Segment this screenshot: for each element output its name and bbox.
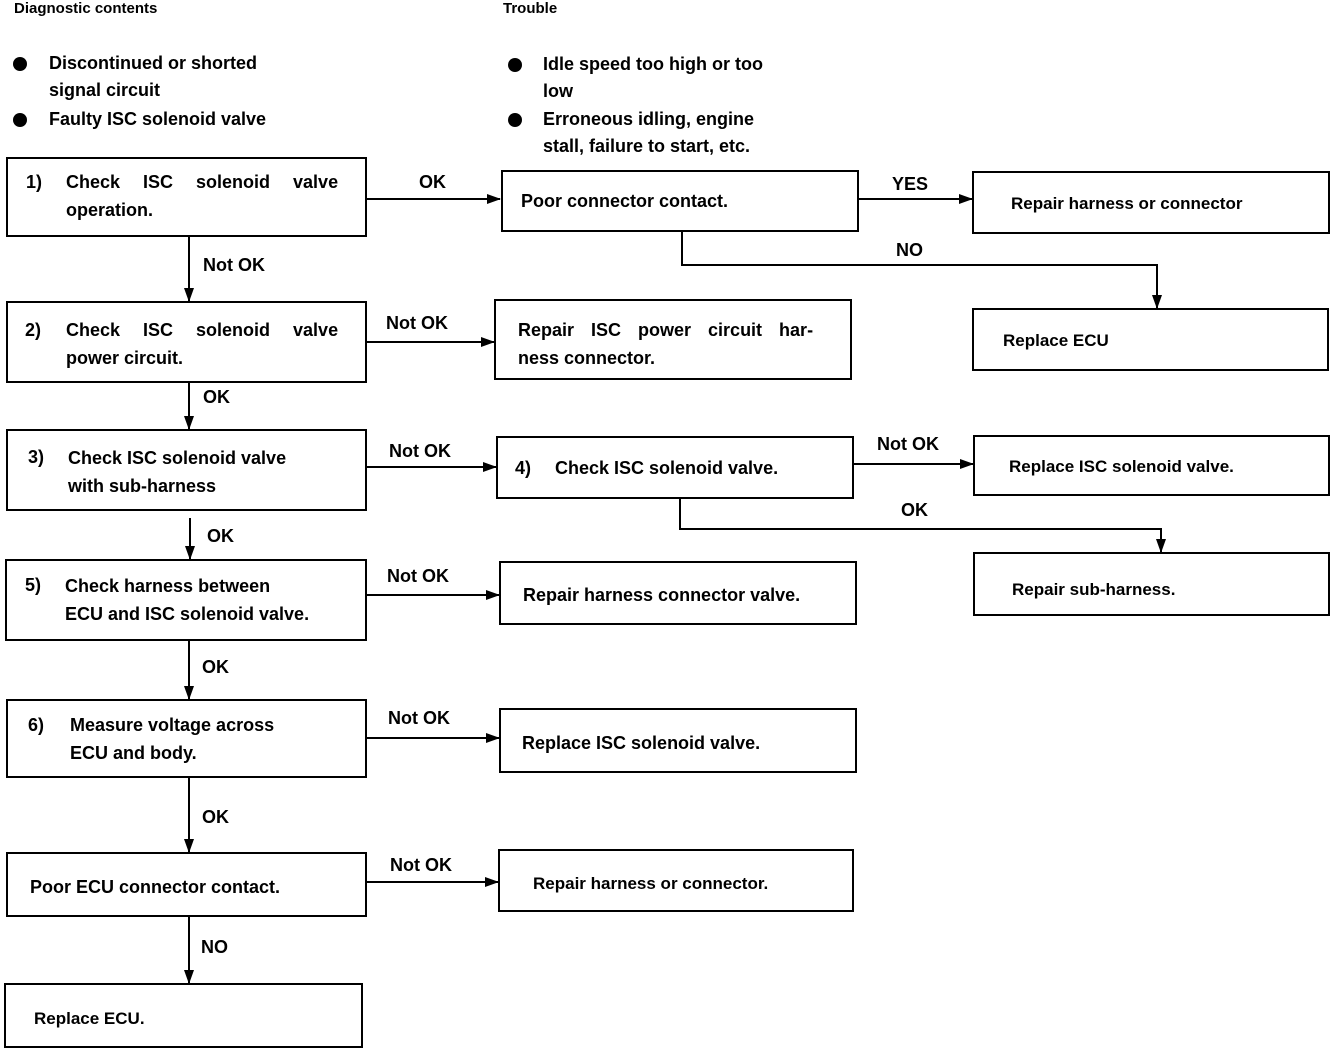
label-notok-s2: Not OK (386, 313, 448, 333)
diagnostic-header: Diagnostic contents (14, 0, 158, 17)
replace-ecu-top-box: Replace ECU (972, 308, 1329, 371)
repair-sub-harness-text: Repair sub-harness. (1012, 580, 1176, 599)
replace-ecu-top-text: Replace ECU (1003, 331, 1109, 350)
replace-ecu-bottom-box: Replace ECU. (4, 983, 363, 1048)
step-2-text: Check ISC solenoid valve power circuit. (66, 316, 356, 372)
diagnostic-item-1-line1: Discontinued or shorted (49, 53, 258, 73)
diagnostic-item-2: Faulty ISC solenoid valve (49, 109, 267, 129)
trouble-item-2: Erroneous idling, engine stall, failure … (543, 106, 754, 160)
replace-ecu-bottom-text: Replace ECU. (34, 1009, 145, 1028)
poor-connector-text: Poor connector contact. (521, 191, 729, 211)
repair-harness-top-box: Repair harness or connector (972, 171, 1330, 234)
label-no-top: NO (896, 240, 923, 260)
bullet-dot (508, 58, 522, 72)
step-4-number: 4) (515, 458, 532, 478)
step-1-box: 1) Check ISC solenoid valve operation. (6, 157, 367, 237)
step-5-box: 5) Check harness between ECU and ISC sol… (5, 559, 367, 641)
label-notok-poor-ecu: Not OK (390, 855, 452, 875)
step-2-line1: Check ISC solenoid valve (66, 320, 339, 340)
step-2-number: 2) (25, 320, 42, 340)
label-notok-s6: Not OK (388, 708, 450, 728)
repair-harness-valve-box: Repair harness connector valve. (499, 561, 857, 625)
label-notok-s3: Not OK (389, 441, 451, 461)
step-6-line2: ECU and body. (70, 743, 197, 763)
repair-harness-bottom-box: Repair harness or connector. (498, 849, 854, 912)
arrow-s4-to-repair-sub (679, 498, 1166, 553)
step-2-box: 2) Check ISC solenoid valve power circui… (6, 301, 367, 383)
step-5-line1: Check harness between (65, 576, 271, 596)
trouble-item-2-line1: Erroneous idling, engine (543, 109, 755, 129)
label-ok-s1: OK (419, 172, 446, 192)
step-1-line1: Check ISC solenoid valve (66, 172, 339, 192)
repair-sub-harness-box: Repair sub-harness. (973, 552, 1330, 616)
step-2-line2: power circuit. (66, 348, 184, 368)
bullet-dot (13, 57, 27, 71)
label-no-bottom: NO (201, 937, 228, 957)
step-3-box: 3) Check ISC solenoid valve with sub-har… (6, 429, 367, 511)
replace-isc-mid-box: Replace ISC solenoid valve. (499, 708, 857, 773)
step-3-text: Check ISC solenoid valve with sub-harnes… (68, 444, 358, 500)
trouble-item-1: Idle speed too high or too low (543, 51, 763, 105)
replace-isc-mid-text: Replace ISC solenoid valve. (522, 733, 761, 753)
repair-isc-power-text: Repair ISC power circuit har- ness conne… (518, 316, 838, 372)
repair-isc-power-line2: ness connector. (518, 348, 656, 368)
diagnostic-item-1: Discontinued or shorted signal circuit (49, 50, 257, 104)
bullet-dot (13, 113, 27, 127)
step-3-number: 3) (28, 447, 45, 467)
label-ok-s5: OK (202, 657, 229, 677)
diagnostic-item-1-line2: signal circuit (49, 80, 161, 100)
label-notok-s1: Not OK (203, 255, 265, 275)
trouble-header: Trouble (503, 0, 558, 17)
step-5-line2: ECU and ISC solenoid valve. (65, 604, 310, 624)
label-notok-s4: Not OK (877, 434, 939, 454)
step-1-number: 1) (26, 172, 43, 192)
poor-ecu-connector-text: Poor ECU connector contact. (30, 877, 281, 897)
step-3-line2: with sub-harness (68, 476, 217, 496)
trouble-item-2-line2: stall, failure to start, etc. (543, 136, 751, 156)
trouble-item-1-line2: low (543, 81, 573, 101)
arrow-poor-conn-to-replace-ecu (681, 231, 1162, 309)
step-6-box: 6) Measure voltage across ECU and body. (6, 699, 367, 778)
step-3-line1: Check ISC solenoid valve (68, 448, 287, 468)
trouble-item-1-line1: Idle speed too high or too (543, 54, 763, 74)
step-4-box: 4) Check ISC solenoid valve. (496, 436, 854, 499)
repair-harness-top-text: Repair harness or connector (1011, 194, 1243, 213)
step-4-text: Check ISC solenoid valve. (555, 458, 779, 478)
poor-connector-box: Poor connector contact. (501, 170, 859, 232)
step-1-line2: operation. (66, 200, 154, 220)
label-ok-s6: OK (202, 807, 229, 827)
step-6-line1: Measure voltage across (70, 715, 275, 735)
poor-ecu-connector-box: Poor ECU connector contact. (6, 852, 367, 917)
repair-harness-bottom-text: Repair harness or connector. (533, 874, 769, 893)
step-5-text: Check harness between ECU and ISC soleno… (65, 572, 365, 628)
label-notok-s5: Not OK (387, 566, 449, 586)
label-ok-s2: OK (203, 387, 230, 407)
replace-isc-top-text: Replace ISC solenoid valve. (1009, 457, 1234, 476)
step-6-number: 6) (28, 715, 45, 735)
step-5-number: 5) (25, 575, 42, 595)
label-yes: YES (892, 174, 929, 194)
bullet-dot (508, 113, 522, 127)
label-ok-s3: OK (207, 526, 234, 546)
label-ok-s4: OK (901, 500, 928, 520)
repair-isc-power-box: Repair ISC power circuit har- ness conne… (494, 299, 852, 380)
step-1-text: Check ISC solenoid valve operation. (66, 168, 356, 224)
replace-isc-top-box: Replace ISC solenoid valve. (973, 435, 1330, 496)
step-6-text: Measure voltage across ECU and body. (70, 711, 360, 767)
repair-isc-power-line1: Repair ISC power circuit har- (518, 320, 814, 340)
repair-harness-valve-text: Repair harness connector valve. (523, 585, 801, 605)
